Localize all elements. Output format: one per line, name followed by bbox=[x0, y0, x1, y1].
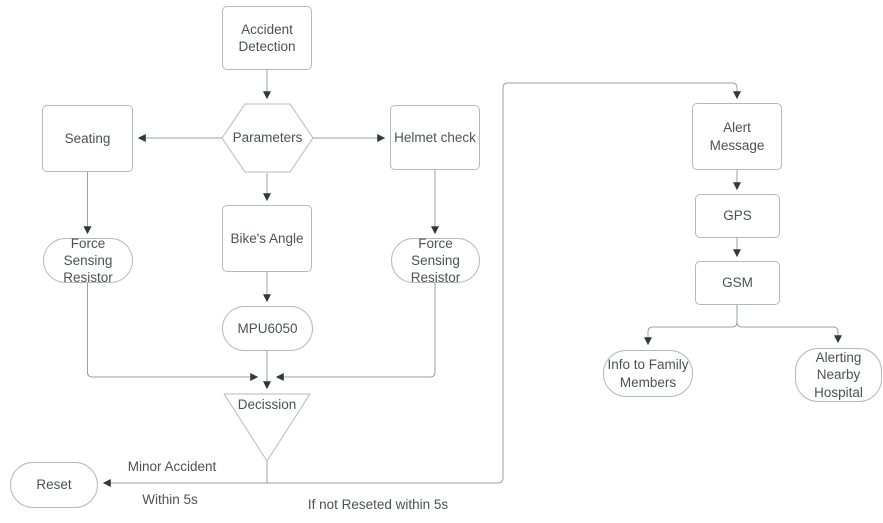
edge-label-if-not-reseted: If not Reseted within 5s bbox=[307, 497, 449, 512]
node-label: Parameters bbox=[232, 130, 303, 146]
node-label: Seating bbox=[64, 130, 111, 146]
node-label: Alerting Nearby Hospital bbox=[814, 350, 863, 400]
node-label: Helmet check bbox=[394, 129, 476, 145]
edge-label-minor-accident: Minor Accident bbox=[127, 459, 217, 474]
edge-decision-to-alert-message bbox=[267, 82, 741, 484]
node-gsm: GSM bbox=[695, 261, 780, 305]
node-label: GPS bbox=[723, 208, 752, 224]
node-label: MPU6050 bbox=[237, 320, 298, 336]
node-decision: Decission bbox=[224, 396, 310, 414]
node-label: GSM bbox=[722, 275, 753, 291]
node-label: Alert Message bbox=[709, 120, 765, 153]
node-helmet-check: Helmet check bbox=[390, 105, 480, 170]
node-reset: Reset bbox=[10, 462, 98, 508]
node-mpu6050: MPU6050 bbox=[222, 306, 313, 351]
node-bikes-angle: Bike's Angle bbox=[222, 205, 312, 272]
node-seating: Seating bbox=[42, 105, 133, 172]
edge-gsm-to-hospital bbox=[736, 321, 842, 344]
node-info-to-family: Info to Family Members bbox=[603, 350, 693, 397]
node-label: Bike's Angle bbox=[230, 230, 304, 246]
node-alert-message: Alert Message bbox=[692, 103, 782, 170]
node-label: Accident Detection bbox=[238, 21, 296, 54]
edge-gsm-to-info-family bbox=[644, 305, 738, 346]
node-accident-detection: Accident Detection bbox=[222, 6, 312, 70]
node-force-sensing-resistor-right: Force Sensing Resistor bbox=[391, 236, 480, 285]
node-gps: GPS bbox=[695, 194, 780, 238]
node-label: Decission bbox=[237, 397, 297, 413]
node-parameters: Parameters bbox=[222, 104, 313, 172]
node-label: Info to Family Members bbox=[607, 357, 689, 390]
node-label: Force Sensing Resistor bbox=[410, 235, 461, 286]
node-alerting-hospital: Alerting Nearby Hospital bbox=[795, 348, 882, 402]
node-label: Force Sensing Resistor bbox=[63, 235, 113, 286]
node-force-sensing-resistor-left: Force Sensing Resistor bbox=[43, 236, 133, 285]
edge-label-within-5s: Within 5s bbox=[142, 492, 198, 507]
node-label: Reset bbox=[36, 477, 72, 493]
